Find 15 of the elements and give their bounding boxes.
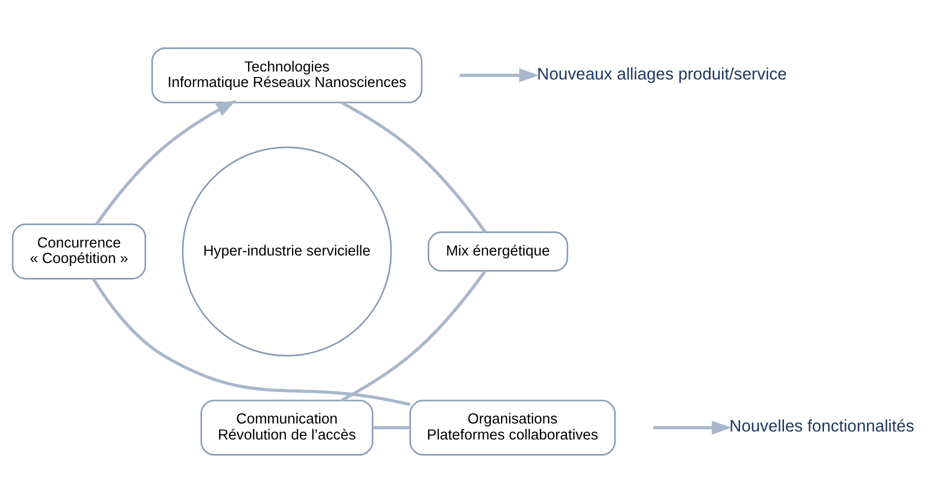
node-circle: Hyper-industrie servicielle [182, 146, 392, 356]
connector [340, 270, 487, 402]
arrow [460, 68, 540, 82]
node-box: Communication Révolution de l’accès [200, 399, 374, 456]
node-box: Mix énergétique [428, 230, 568, 272]
node-text: Nouvelles fonctionnalités [729, 416, 914, 436]
connector [92, 278, 410, 406]
node-box: Concurrence « Coopétition » [12, 223, 146, 279]
arrow [653, 420, 732, 434]
connector [340, 100, 487, 232]
arrow [95, 100, 236, 224]
node-text: Nouveaux alliages produit/service [537, 64, 787, 83]
connector [372, 426, 410, 429]
node-box: Technologies Informatique Réseaux Nanosciences [151, 46, 422, 103]
node-box: Organisations Plateformes collaboratives [409, 399, 616, 456]
